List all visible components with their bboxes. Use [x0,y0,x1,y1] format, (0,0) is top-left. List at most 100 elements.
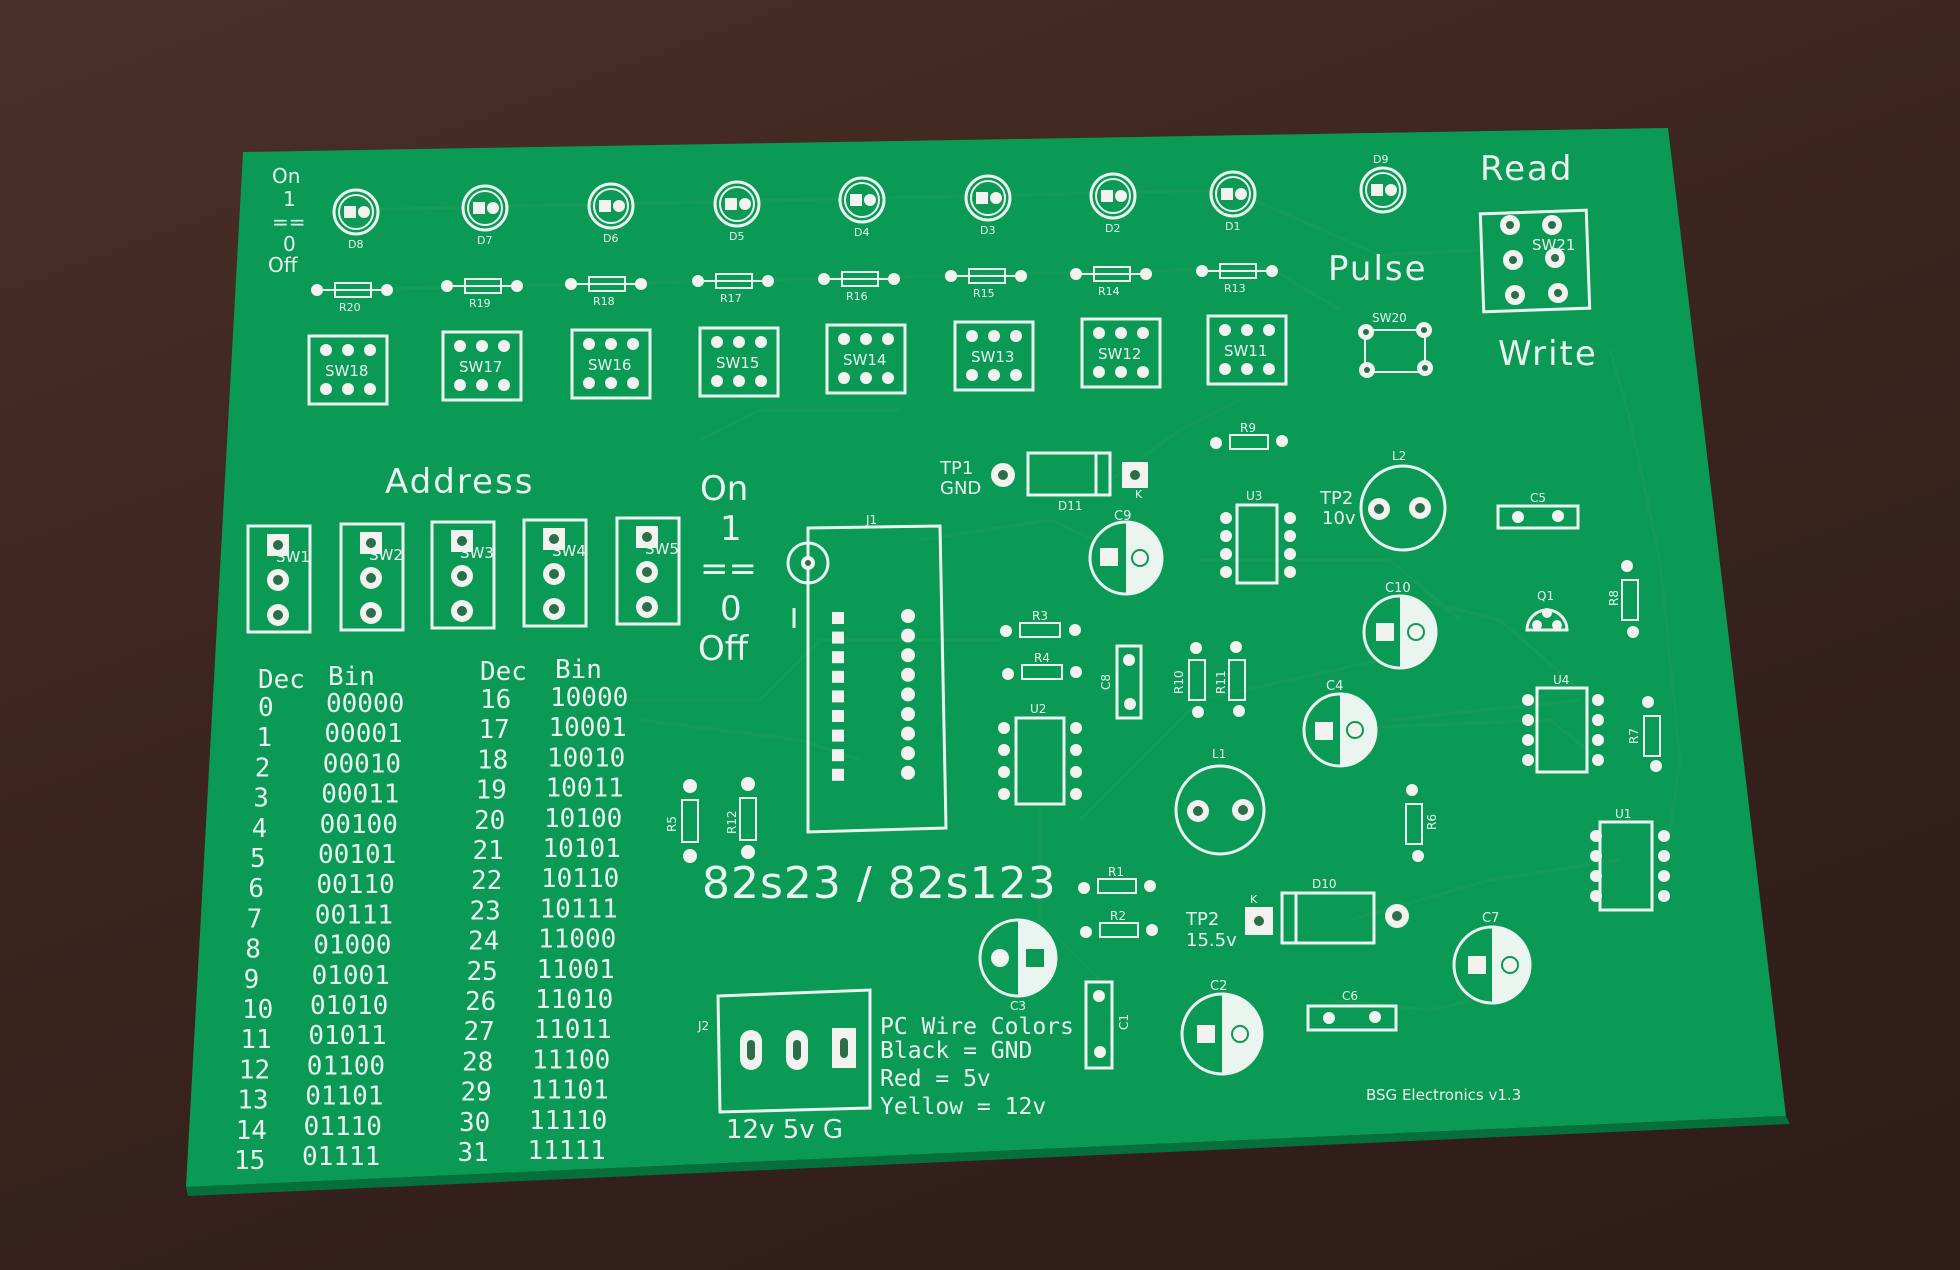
dip-switch-sw17: SW17 [441,330,523,402]
bin-cell: 10101 [543,834,621,864]
chip-label: 82s23 / 82s123 [702,858,1057,909]
mid-zero-label: 0 [720,589,742,629]
tp1-gnd-label: GND [940,478,981,499]
mid-off-label: Off [698,629,750,669]
c1-ref: C1 [1117,1014,1131,1030]
bin-cell: 01010 [310,991,388,1021]
bin-cell: 00010 [323,749,401,779]
r2-ref: R2 [1110,909,1126,923]
led-ref: D1 [1225,220,1240,233]
dec-cell: 17 [479,715,510,745]
bin-cell: 10100 [544,804,622,834]
transistor-q1: Q1 [1525,589,1569,632]
bin-cell: 00111 [315,900,393,930]
mid-on-label: On [700,469,748,509]
r10-ref: R10 [1172,670,1186,694]
resistor-r20: R20 [311,282,393,314]
bin-cell: 11000 [538,925,616,955]
ic-u3: U3 [1220,489,1296,585]
resistor-r2: R2 [1080,909,1158,938]
led-ref: D3 [980,224,995,237]
bin-cell: 10111 [540,894,618,924]
bin-cell: 01111 [302,1142,380,1172]
dec-cell: 0 [258,693,274,723]
dec-cell: 27 [464,1017,495,1047]
capacitor-c5: C5 [1496,491,1580,530]
resistor-r4: R4 [1002,651,1082,680]
r5-ref: R5 [665,816,679,832]
dec-cell: 12 [239,1055,270,1085]
mid-one-label: 1 [720,509,742,549]
resistor-r10: R10 [1172,642,1206,718]
led-ref: D5 [729,230,744,243]
resistor-r15: R15 [945,268,1027,300]
mid-eq-label: == [700,549,757,589]
resistor-r7: R7 [1627,696,1662,772]
bin-cell: 10001 [549,713,627,743]
tp2b-label: TP2 [1185,909,1219,930]
d11-k: K [1135,488,1143,501]
bin-cell: 00101 [318,840,396,870]
bin-cell: 00000 [326,689,404,719]
resistor-r5: R5 [665,779,699,863]
sw21-ref: SW21 [1532,236,1575,254]
resistor-r9: R9 [1210,421,1288,450]
l1-ref: L1 [1212,747,1226,761]
inductor-l2: L2 TP2 10v [1319,449,1447,552]
capacitor-c8: C8 [1099,644,1143,720]
table-header-dec-2: Dec [480,657,527,687]
wire-yellow-label: Yellow = 12v [880,1094,1046,1120]
dec-cell: 7 [247,904,263,934]
dec-cell: 3 [253,784,269,814]
top-eq-label: == [272,210,306,234]
sw20-ref: SW20 [1372,311,1407,325]
led-d8: D8 [332,188,380,251]
j1-ref: J1 [865,513,877,527]
pulse-label: Pulse [1328,249,1428,289]
table-header-dec-1: Dec [258,665,305,695]
bin-cell: 01001 [312,961,390,991]
bin-cell: 11100 [532,1045,610,1075]
u3-ref: U3 [1246,489,1262,503]
address-switch-sw1: SW1 [246,524,312,634]
top-on-label: On [272,164,300,188]
diode-d11: TP1 GND D11 K [939,451,1148,513]
resistor-r14: R14 [1070,266,1152,298]
dec-cell: 4 [252,814,268,844]
bin-cell: 01110 [304,1112,382,1142]
resistor-r3: R3 [1000,609,1081,638]
dip-switch-sw14: SW14 [825,323,907,395]
capacitor-c4: C4 [1302,679,1378,768]
resistor-r8: R8 [1607,560,1639,638]
r8-ref: R8 [1607,590,1621,606]
ic-u4: U4 [1522,673,1604,774]
c8-ref: C8 [1099,674,1113,690]
table-header-bin-2: Bin [555,655,602,685]
tp2a-label: TP2 [1319,488,1353,509]
d10-k: K [1250,893,1258,906]
d10-ref: D10 [1312,877,1337,891]
capacitor-c9: C9 [1088,509,1164,596]
dec-cell: 21 [473,836,504,866]
r6-ref: R6 [1425,814,1439,830]
top-one-label: 1 [283,187,296,211]
bin-cell: 01000 [313,931,391,961]
resistor-r13: R13 [1196,263,1278,295]
capacitor-c2: C2 [1180,979,1264,1076]
dec-cell: 2 [255,753,271,783]
tp2a-voltage: 10v [1322,508,1356,529]
dec-cell: 18 [477,745,508,775]
c7-ref: C7 [1482,911,1499,926]
dec-cell: 31 [458,1138,489,1168]
bin-cell: 00100 [320,810,398,840]
